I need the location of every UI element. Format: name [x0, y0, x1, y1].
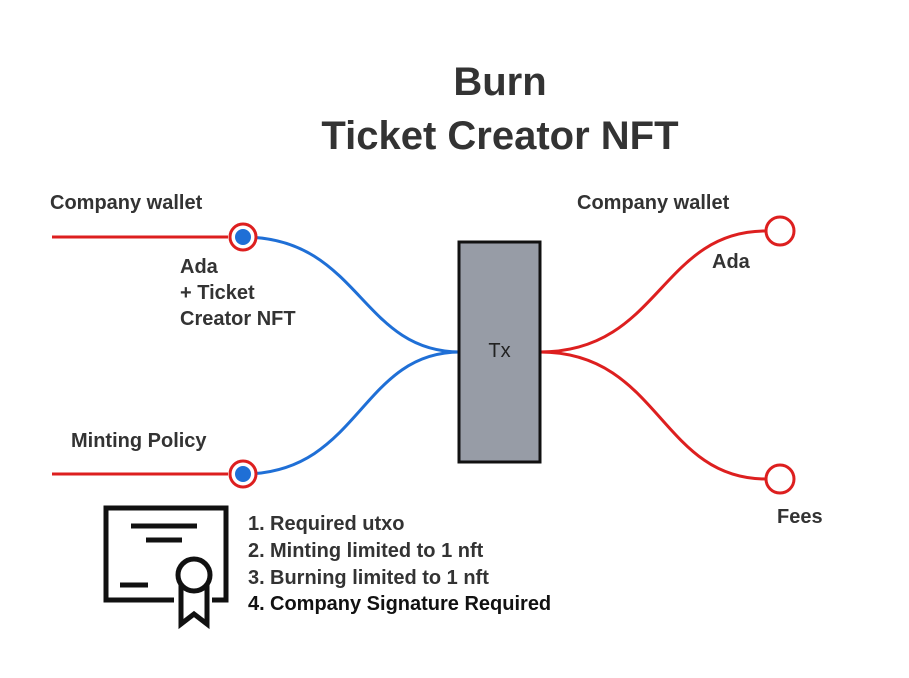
requirement-item: 1.Required utxo	[248, 511, 404, 537]
minting-policy-input-curve	[242, 350, 461, 476]
company-wallet-output-node[interactable]	[764, 215, 796, 247]
company-wallet-output-label: Company wallet	[577, 192, 730, 214]
requirement-item: 2.Minting limited to 1 nft	[248, 538, 483, 564]
minting-policy-input-label: Minting Policy	[71, 430, 207, 452]
fees-output-curve	[539, 350, 767, 481]
input-value-line-2: + Ticket	[180, 282, 255, 304]
diagram-title-line1: Burn	[453, 60, 547, 104]
tx-box[interactable]	[457, 240, 542, 464]
certificate-icon	[103, 505, 229, 630]
company-wallet-input-curve	[242, 235, 461, 354]
tx-label: Tx	[488, 340, 511, 362]
fees-output-node[interactable]	[764, 463, 796, 495]
company-wallet-output-value: Ada	[712, 251, 750, 273]
requirement-item: 4.Company Signature Required	[248, 591, 551, 617]
requirement-text: Minting limited to 1 nft	[270, 540, 484, 562]
company-wallet-output-curve	[539, 229, 767, 354]
requirement-item: 3.Burning limited to 1 nft	[248, 565, 489, 591]
requirement-number: 2.	[248, 540, 265, 562]
input-value-line-3: Creator NFT	[180, 308, 296, 330]
requirement-number: 3.	[248, 567, 265, 589]
requirement-text: Required utxo	[270, 513, 405, 535]
requirement-number: 4.	[248, 593, 265, 615]
requirement-text: Company Signature Required	[270, 593, 552, 615]
fees-output-label: Fees	[777, 506, 823, 528]
input-value-line-1: Ada	[180, 256, 218, 278]
company-wallet-input-label: Company wallet	[50, 192, 203, 214]
company-wallet-input-node[interactable]	[228, 222, 258, 252]
requirement-text: Burning limited to 1 nft	[270, 567, 489, 589]
minting-policy-input-node[interactable]	[228, 459, 258, 489]
requirement-number: 1.	[248, 513, 265, 535]
diagram-title-line2: Ticket Creator NFT	[321, 114, 679, 158]
